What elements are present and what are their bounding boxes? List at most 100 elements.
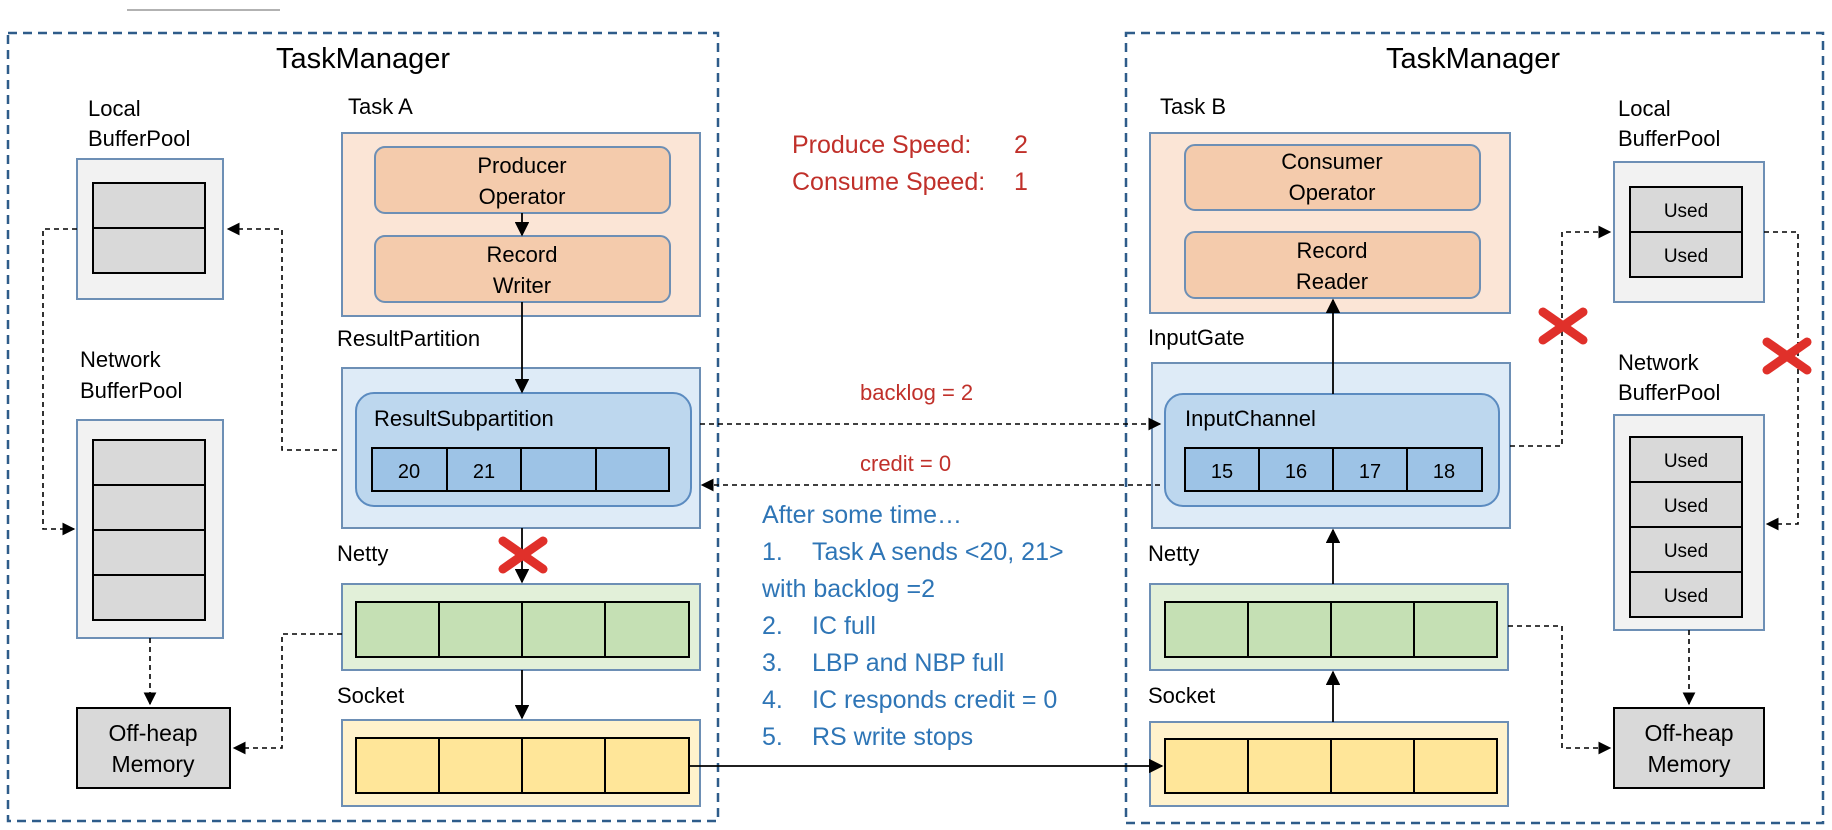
steps-notes: After some time… 1. Task A sends <20, 21… xyxy=(761,501,1064,751)
step-text: with backlog =2 xyxy=(761,575,935,603)
right-network-pool-cell-text: Used xyxy=(1664,451,1708,472)
right-socket-cell xyxy=(1247,738,1332,794)
produce-speed-label: Produce Speed: xyxy=(792,131,971,159)
left-local-pool-cell xyxy=(92,182,206,229)
subpartition-cell xyxy=(446,447,522,492)
input-channel-cell xyxy=(1184,447,1260,492)
right-network-pool-cell xyxy=(1629,571,1743,618)
netty-to-offheap-arrow-right xyxy=(1508,625,1612,755)
right-local-pool-cell-text: Used xyxy=(1664,201,1708,222)
step-text: Task A sends <20, 21> xyxy=(812,538,1064,566)
left-local-pool-cell xyxy=(92,227,206,274)
local-to-network-pool-arrow-right xyxy=(1764,231,1799,531)
left-socket-cell xyxy=(604,737,690,794)
consumer-operator xyxy=(1184,144,1481,211)
right-network-pool-cell-text: Used xyxy=(1664,586,1708,607)
right-netty-cell xyxy=(1164,601,1249,658)
input-channel-cell xyxy=(1258,447,1334,492)
left-network-pool-label-1: Network xyxy=(80,347,162,372)
step-number: 5. xyxy=(762,723,783,751)
record-reader-label-1: Record xyxy=(1297,238,1368,263)
consumer-operator-label-2: Operator xyxy=(1289,180,1376,205)
right-socket-cell xyxy=(1413,738,1498,794)
left-taskmanager: TaskManager Local BufferPool Network Buf… xyxy=(6,31,720,823)
consumer-operator-label-1: Consumer xyxy=(1281,149,1382,174)
subpartition-cell-text: 21 xyxy=(473,461,495,483)
right-netty-cell xyxy=(1330,601,1415,658)
right-taskmanager: TaskManager Task B Consumer Operator Rec… xyxy=(1124,31,1825,825)
right-offheap-label-2: Memory xyxy=(1647,751,1731,777)
input-channel-cell xyxy=(1406,447,1483,492)
consume-speed-value: 1 xyxy=(1014,168,1028,196)
step-number: 4. xyxy=(762,686,783,714)
left-network-pool-label-2: BufferPool xyxy=(80,378,182,403)
input-gate-label: InputGate xyxy=(1148,325,1245,350)
right-network-pool-cell-text: Used xyxy=(1664,541,1708,562)
right-local-pool-label-1: Local xyxy=(1618,96,1671,121)
right-network-pool-label-1: Network xyxy=(1618,350,1700,375)
right-offheap-memory xyxy=(1613,707,1765,789)
right-tm-title: TaskManager xyxy=(1386,43,1560,75)
right-netty-label: Netty xyxy=(1148,541,1199,566)
record-reader xyxy=(1184,231,1481,299)
subpartition-cell xyxy=(520,447,597,492)
left-socket-label: Socket xyxy=(337,683,404,708)
step-text: LBP and NBP full xyxy=(812,649,1004,677)
left-offheap-label-1: Off-heap xyxy=(108,720,197,746)
left-socket-cell xyxy=(438,737,523,794)
subpartition-cell xyxy=(371,447,448,492)
input-channel-label: InputChannel xyxy=(1185,406,1316,431)
credit-label: credit = 0 xyxy=(860,451,951,476)
subpartition-to-local-pool-arrow xyxy=(226,222,337,451)
notes-intro: After some time… xyxy=(762,501,962,529)
left-local-pool-label-1: Local xyxy=(88,96,141,121)
left-local-pool-label-2: BufferPool xyxy=(88,126,190,151)
left-netty-label: Netty xyxy=(337,541,388,566)
left-offheap-label-2: Memory xyxy=(111,751,195,777)
left-tm-border xyxy=(6,31,720,823)
step-text: IC full xyxy=(812,612,876,640)
blocked-x-icon xyxy=(498,536,548,574)
right-netty-cell xyxy=(1247,601,1332,658)
left-task-label: Task A xyxy=(348,94,413,119)
left-network-pool-cell xyxy=(92,484,206,531)
channel-to-local-pool-arrow xyxy=(1510,225,1612,447)
left-network-pool-cell xyxy=(92,529,206,576)
right-local-pool-cell xyxy=(1629,231,1743,278)
input-channel-cell xyxy=(1332,447,1408,492)
middle-annotations: Produce Speed: 2 Consume Speed: 1 backlo… xyxy=(689,131,1164,774)
input-channel-cell-text: 16 xyxy=(1285,461,1307,483)
step-number: 1. xyxy=(762,538,783,566)
input-channel-cell-text: 18 xyxy=(1433,461,1455,483)
input-channel-cell-text: 15 xyxy=(1211,461,1233,483)
right-offheap-label-1: Off-heap xyxy=(1644,720,1733,746)
step-text: IC responds credit = 0 xyxy=(812,686,1057,714)
left-netty-cell xyxy=(521,601,606,658)
step-number: 2. xyxy=(762,612,783,640)
record-writer-label-2: Writer xyxy=(493,273,551,298)
left-tm-title: TaskManager xyxy=(276,43,450,75)
right-socket-label: Socket xyxy=(1148,683,1215,708)
produce-speed-value: 2 xyxy=(1014,131,1028,159)
right-socket-cell xyxy=(1330,738,1415,794)
right-tm-border xyxy=(1124,31,1825,825)
left-netty-cell xyxy=(438,601,523,658)
right-network-pool-cell-text: Used xyxy=(1664,496,1708,517)
left-offheap-memory xyxy=(76,707,231,789)
step-number: 3. xyxy=(762,649,783,677)
record-writer-label-1: Record xyxy=(487,242,558,267)
right-network-pool-label-2: BufferPool xyxy=(1618,380,1720,405)
left-network-pool-cell xyxy=(92,439,206,486)
blocked-x-icon xyxy=(1762,337,1812,375)
record-reader-label-2: Reader xyxy=(1296,269,1368,294)
step-text: RS write stops xyxy=(812,723,973,751)
left-netty-cell xyxy=(355,601,440,658)
consume-speed-label: Consume Speed: xyxy=(792,168,985,196)
result-partition-label: ResultPartition xyxy=(337,326,480,351)
left-socket-cell xyxy=(521,737,606,794)
netty-to-offheap-arrow xyxy=(232,633,342,755)
left-netty-cell xyxy=(604,601,690,658)
left-socket-cell xyxy=(355,737,440,794)
result-subpartition-label: ResultSubpartition xyxy=(374,406,554,431)
